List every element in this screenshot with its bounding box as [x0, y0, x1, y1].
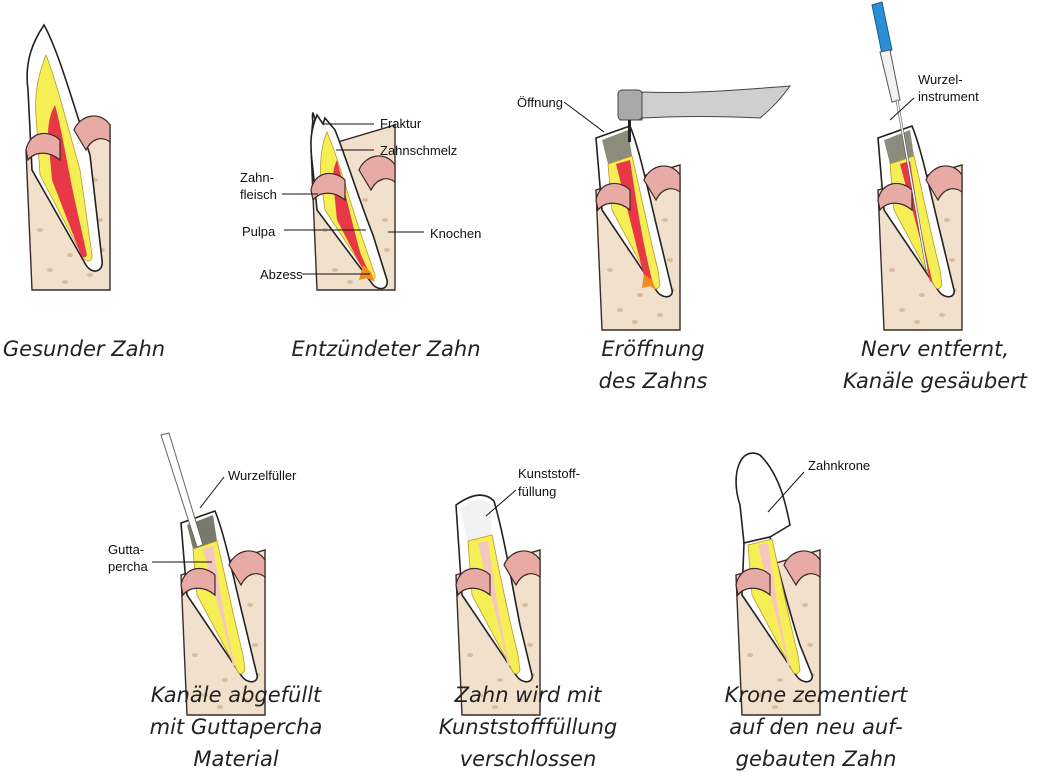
caption-step-7-line-2: auf den neu auf- — [729, 715, 902, 739]
label-abzess: Abzess — [260, 267, 303, 282]
tooth-healthy — [26, 25, 110, 290]
tooth-cleaned — [872, 2, 962, 330]
label-zahnfleisch-1: Zahn- — [240, 170, 274, 185]
caption-step-5-line-1: Kanäle abgefüllt — [151, 683, 322, 707]
caption-step-2: Entzündeter Zahn — [291, 337, 480, 361]
caption-step-7-line-3: gebauten Zahn — [736, 747, 897, 771]
caption-step-6-line-3: verschlossen — [460, 747, 597, 771]
caption-step-5-line-2: mit Guttapercha — [150, 715, 323, 739]
label-pulpa: Pulpa — [242, 224, 276, 239]
label-wurzelinstrument-1: Wurzel- — [918, 72, 963, 87]
tooth-inflamed — [311, 113, 395, 290]
caption-step-5-line-3: Material — [193, 747, 278, 771]
label-zahnkrone: Zahnkrone — [808, 458, 870, 473]
label-knochen: Knochen — [430, 226, 481, 241]
caption-step-3-line-1: Eröffnung — [601, 337, 704, 361]
caption-step-4-line-1: Nerv entfernt, — [861, 337, 1009, 361]
label-kunststoff-1: Kunststoff- — [518, 466, 580, 481]
label-zahnschmelz: Zahnschmelz — [380, 143, 457, 158]
label-guttapercha-1: Gutta- — [108, 542, 144, 557]
annotations: Fraktur Zahnschmelz Zahn- fleisch Pulpa … — [108, 72, 979, 574]
caption-step-7-line-1: Krone zementiert — [725, 683, 908, 707]
label-zahnfleisch-2: fleisch — [240, 187, 277, 202]
caption-step-1: Gesunder Zahn — [3, 337, 165, 361]
caption-step-3-line-2: des Zahns — [599, 369, 708, 393]
label-oeffnung: Öffnung — [517, 95, 563, 110]
label-wurzelfueller: Wurzelfüller — [228, 468, 297, 483]
caption-step-6-line-1: Zahn wird mit — [454, 683, 602, 707]
tooth-opening — [596, 86, 790, 330]
caption-step-4-line-2: Kanäle gesäubert — [843, 369, 1028, 393]
label-guttapercha-2: percha — [108, 559, 149, 574]
label-kunststoff-2: füllung — [518, 484, 556, 499]
tooth-crown — [736, 453, 820, 715]
caption-step-6-line-2: Kunststofffüllung — [439, 715, 618, 739]
label-wurzelinstrument-2: instrument — [918, 89, 979, 104]
label-fraktur: Fraktur — [380, 116, 422, 131]
